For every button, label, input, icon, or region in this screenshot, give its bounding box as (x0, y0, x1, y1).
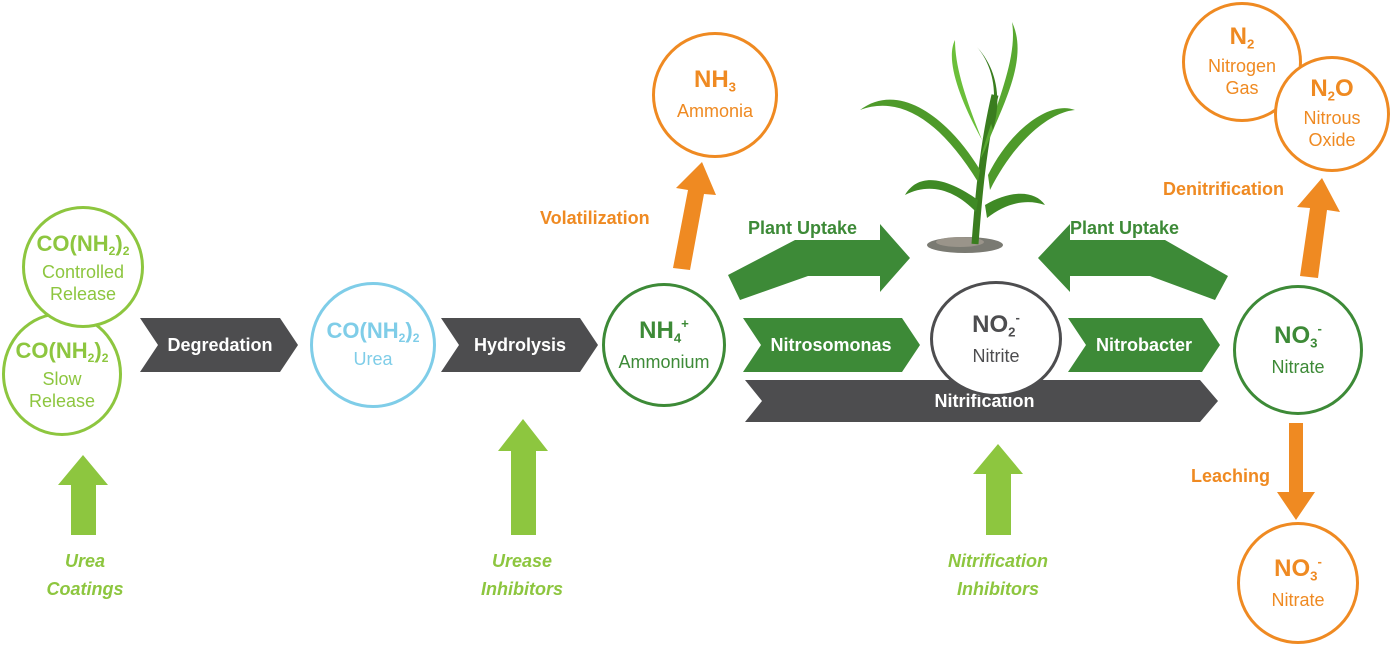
urea-slow-release-line1: Slow (42, 369, 82, 390)
formula-close: ) (94, 337, 102, 363)
formula-main: CO(NH (15, 337, 88, 363)
nitrite-formula: NO2- (972, 311, 1020, 339)
ammonium-name: Ammonium (618, 351, 710, 372)
formula-main: CO(NH (36, 230, 109, 256)
nitrosomonas-arrow (743, 318, 920, 372)
formula-sub: 2 (412, 331, 420, 346)
corn-plant-icon (860, 22, 1075, 253)
formula-sub: 2 (398, 331, 406, 346)
hydrolysis-label: Hydrolysis (473, 334, 567, 355)
formula-sub: 3 (1310, 568, 1318, 584)
degradation-label: Degredation (167, 334, 273, 355)
nitrous-oxide-line2: Oxide (1308, 129, 1356, 150)
nitrosomonas-label: Nitrosomonas (770, 334, 892, 355)
urease-inhibitors-label: Urease Inhibitors (462, 547, 582, 603)
nitrification-arrow (745, 380, 1218, 422)
formula-tail: O (1335, 75, 1354, 103)
formula-main: NH (693, 66, 729, 94)
formula-close: ) (405, 317, 413, 343)
formula-main: NH (639, 317, 674, 345)
nitrate-circle: NO3- Nitrate (1233, 285, 1363, 415)
formula-sub: 2 (108, 244, 116, 259)
ammonia-formula: NH3 (694, 68, 736, 94)
volatilization-label: Volatilization (540, 208, 650, 228)
nitrification-inhibitors-line1: Nitrification (947, 551, 1048, 571)
formula-sup: - (1317, 554, 1322, 570)
formula-sub: 2 (101, 351, 109, 366)
nitrate-name: Nitrate (1271, 356, 1325, 377)
urea-slow-release-circle: CO(NH2)2 Slow Release (2, 312, 122, 436)
nitrobacter-arrow (1068, 318, 1220, 372)
plant-uptake-left-arrow (728, 224, 910, 300)
urea-coatings-line1: Urea (64, 551, 106, 571)
urea-coatings-line2: Coatings (46, 579, 124, 599)
nitrous-oxide-formula: N2O (1310, 77, 1353, 103)
formula-close: ) (115, 230, 123, 256)
formula-sup: - (1015, 310, 1020, 326)
urea-coatings-arrow (58, 455, 108, 535)
formula-sub: 4 (673, 330, 682, 346)
urea-slow-release-formula: CO(NH2)2 (15, 337, 109, 366)
formula-sub: 3 (728, 79, 736, 95)
plant-uptake-right-label: Plant Uptake (1070, 218, 1180, 238)
ammonium-circle: NH4+ Ammonium (602, 283, 726, 407)
urease-inhibitors-line1: Urease (491, 551, 553, 571)
ammonium-formula: NH4+ (639, 317, 689, 345)
urea-slow-release-line2: Release (28, 391, 96, 412)
urea-name: Urea (353, 349, 393, 370)
formula-sub: 2 (1008, 324, 1016, 340)
formula-sub: 2 (1327, 88, 1335, 104)
urea-controlled-release-formula: CO(NH2)2 (36, 230, 130, 259)
nitrogen-gas-line1: Nitrogen (1207, 55, 1277, 76)
ammonia-name: Ammonia (676, 100, 754, 121)
formula-sub: 2 (87, 351, 95, 366)
formula-main: N (1310, 75, 1328, 103)
degradation-arrow (140, 318, 298, 372)
nitrate-leached-circle: NO3- Nitrate (1237, 522, 1359, 644)
nitrous-oxide-line1: Nitrous (1303, 107, 1361, 128)
nitrobacter-label: Nitrobacter (1095, 334, 1193, 355)
nitrogen-gas-line2: Gas (1225, 77, 1259, 98)
formula-main: NO (1274, 555, 1311, 583)
formula-sub: 3 (1310, 335, 1318, 351)
urea-controlled-release-line1: Controlled (41, 262, 125, 283)
urea-formula: CO(NH2)2 (326, 317, 420, 346)
nitrite-name: Nitrite (972, 345, 1020, 366)
nitrate-formula: NO3- (1274, 322, 1322, 350)
ammonia-circle: NH3 Ammonia (652, 32, 778, 158)
nitrous-oxide-circle: N2O Nitrous Oxide (1274, 56, 1390, 172)
formula-main: NO (1274, 322, 1311, 350)
urea-controlled-release-line2: Release (49, 284, 117, 305)
plant-uptake-right-arrow (1038, 224, 1228, 300)
nitrogen-gas-formula: N2 (1230, 25, 1255, 51)
urea-coatings-label: Urea Coatings (30, 547, 140, 603)
volatilization-arrow (673, 162, 716, 270)
formula-sup: + (681, 316, 689, 332)
leaching-label: Leaching (1191, 466, 1271, 486)
nitrate-leached-formula: NO3- (1274, 555, 1322, 583)
formula-main: NO (972, 311, 1009, 339)
denitrification-arrow (1297, 178, 1340, 278)
formula-sub: 2 (122, 244, 130, 259)
formula-main: N (1229, 23, 1247, 51)
hydrolysis-arrow (441, 318, 598, 372)
urea-circle: CO(NH2)2 Urea (310, 282, 436, 408)
urea-controlled-release-circle: CO(NH2)2 Controlled Release (22, 206, 144, 328)
leaching-arrow (1277, 423, 1315, 520)
nitrification-inhibitors-label: Nitrification Inhibitors (928, 547, 1068, 603)
urease-inhibitors-line2: Inhibitors (481, 579, 563, 599)
nitrification-inhibitors-line2: Inhibitors (957, 579, 1039, 599)
formula-sub: 2 (1247, 36, 1255, 52)
urease-inhibitors-arrow (498, 419, 548, 535)
formula-main: CO(NH (326, 317, 399, 343)
formula-sup: - (1317, 321, 1322, 337)
nitrate-leached-name: Nitrate (1271, 589, 1325, 610)
nitrification-inhibitors-arrow (973, 444, 1023, 535)
nitrite-circle: NO2- Nitrite (930, 281, 1062, 397)
denitrification-label: Denitrification (1163, 179, 1285, 199)
plant-uptake-left-label: Plant Uptake (748, 218, 858, 238)
